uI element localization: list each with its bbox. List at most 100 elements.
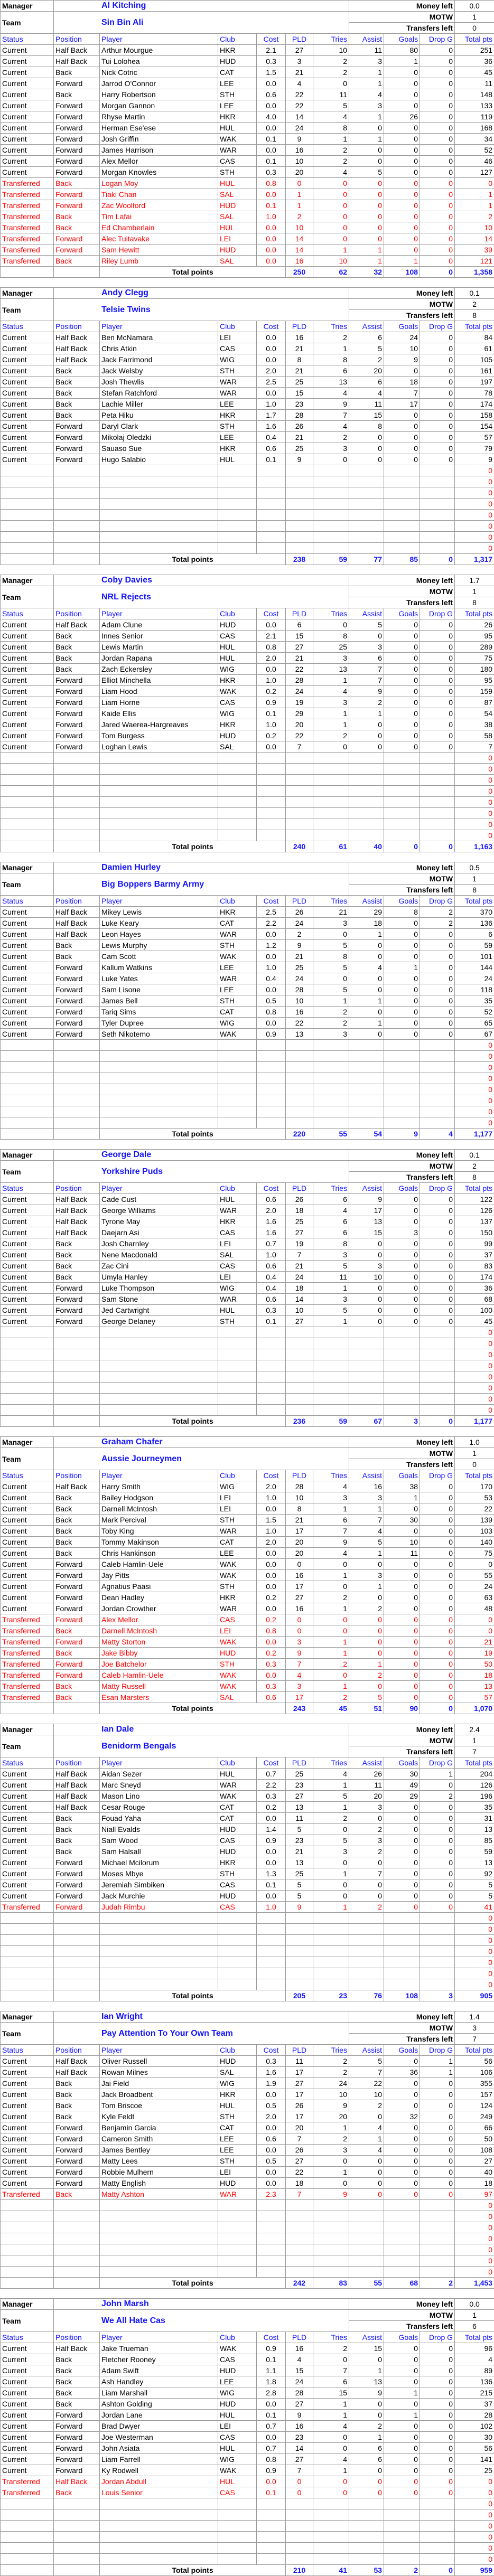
column-header-cost[interactable]: Cost xyxy=(257,2045,286,2056)
column-header-pld[interactable]: PLD xyxy=(286,896,313,907)
column-header-assist[interactable]: Assist xyxy=(349,608,384,619)
column-header-cost[interactable]: Cost xyxy=(257,2332,286,2343)
column-header-pld[interactable]: PLD xyxy=(286,1470,313,1481)
column-header-club[interactable]: Club xyxy=(218,321,257,332)
column-header-tries[interactable]: Tries xyxy=(313,1470,349,1481)
column-header-club[interactable]: Club xyxy=(218,2332,257,2343)
column-header-drop-goals[interactable]: Drop G xyxy=(420,1470,455,1481)
column-header-tries[interactable]: Tries xyxy=(313,608,349,619)
column-header-cost[interactable]: Cost xyxy=(257,608,286,619)
column-header-position[interactable]: Position xyxy=(54,34,100,45)
column-header-club[interactable]: Club xyxy=(218,608,257,619)
column-header-assist[interactable]: Assist xyxy=(349,34,384,45)
column-header-total-pts[interactable]: Total pts xyxy=(455,321,494,332)
column-header-club[interactable]: Club xyxy=(218,1183,257,1194)
column-header-drop-goals[interactable]: Drop G xyxy=(420,1757,455,1769)
column-header-drop-goals[interactable]: Drop G xyxy=(420,2045,455,2056)
column-header-status[interactable]: Status xyxy=(1,1757,54,1769)
column-header-club[interactable]: Club xyxy=(218,896,257,907)
column-header-position[interactable]: Position xyxy=(54,1470,100,1481)
column-header-status[interactable]: Status xyxy=(1,2045,54,2056)
column-header-club[interactable]: Club xyxy=(218,1470,257,1481)
column-header-status[interactable]: Status xyxy=(1,896,54,907)
column-header-pld[interactable]: PLD xyxy=(286,34,313,45)
column-header-total-pts[interactable]: Total pts xyxy=(455,2045,494,2056)
column-header-status[interactable]: Status xyxy=(1,2332,54,2343)
column-header-position[interactable]: Position xyxy=(54,321,100,332)
column-header-goals[interactable]: Goals xyxy=(384,1183,420,1194)
column-header-status[interactable]: Status xyxy=(1,321,54,332)
column-header-pld[interactable]: PLD xyxy=(286,2045,313,2056)
column-header-pld[interactable]: PLD xyxy=(286,608,313,619)
column-header-total-pts[interactable]: Total pts xyxy=(455,608,494,619)
column-header-position[interactable]: Position xyxy=(54,608,100,619)
column-header-cost[interactable]: Cost xyxy=(257,34,286,45)
column-header-position[interactable]: Position xyxy=(54,2332,100,2343)
